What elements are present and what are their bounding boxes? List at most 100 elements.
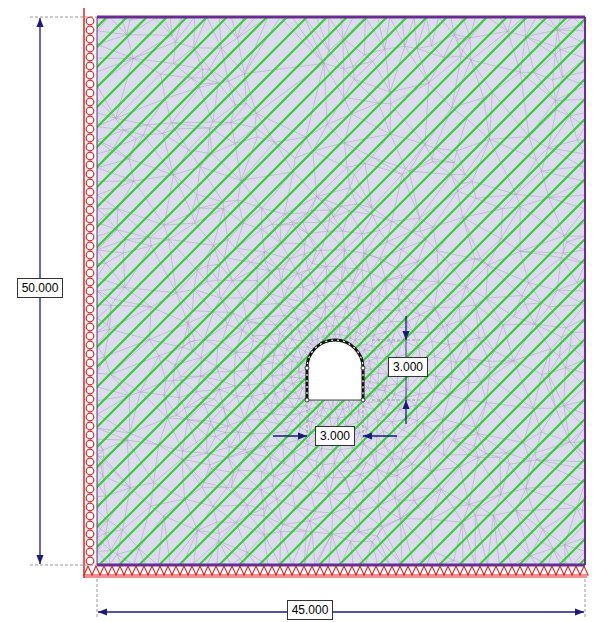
joint-line (354, 17, 585, 565)
pin-triangle (236, 566, 244, 575)
roller-circle (86, 512, 94, 520)
pin-triangle (372, 566, 380, 575)
joint-line (254, 17, 585, 565)
dimension-line (405, 400, 406, 424)
pin-triangle (380, 566, 388, 575)
roller-circle (86, 107, 94, 115)
joint-line (314, 17, 585, 565)
joint-line (274, 17, 585, 565)
roller-supports (86, 17, 94, 565)
pin-triangle (132, 566, 140, 575)
pin-triangle (124, 566, 132, 575)
roller-circle (86, 485, 94, 493)
roller-circle (86, 188, 94, 196)
pin-triangle (100, 566, 108, 575)
pin-triangle (188, 566, 196, 575)
joint-line (414, 17, 585, 565)
pin-triangle (84, 566, 92, 575)
pin-triangle (260, 566, 268, 575)
pin-triangle (572, 566, 580, 575)
roller-circle (86, 17, 94, 25)
pin-triangle (396, 566, 404, 575)
dimension-label: 45.000 (287, 600, 334, 620)
joint-line (394, 17, 585, 565)
roller-circle (86, 548, 94, 556)
roller-circle (86, 341, 94, 349)
pin-triangle (292, 566, 300, 575)
extension-line (30, 565, 97, 566)
dimension-label: 50.000 (17, 278, 64, 298)
roller-circle (86, 26, 94, 34)
roller-circle (86, 404, 94, 412)
roller-circle (86, 98, 94, 106)
roller-circle (86, 287, 94, 295)
roller-circle (86, 170, 94, 178)
pin-triangle (324, 566, 332, 575)
pin-triangle (196, 566, 204, 575)
roller-circle (86, 53, 94, 61)
pin-triangle (108, 566, 116, 575)
roller-circle (86, 35, 94, 43)
dimension-line (363, 435, 397, 436)
pin-triangle (220, 566, 228, 575)
roller-circle (86, 458, 94, 466)
top-boundary (97, 16, 585, 19)
pin-triangle (308, 566, 316, 575)
extension-line (372, 340, 420, 341)
joint-line (554, 17, 585, 565)
pin-triangle (556, 566, 564, 575)
roller-circle (86, 206, 94, 214)
roller-circle (86, 476, 94, 484)
roller-circle (86, 350, 94, 358)
pin-triangle (460, 566, 468, 575)
pin-triangle (548, 566, 556, 575)
roller-circle (86, 89, 94, 97)
pin-triangle (156, 566, 164, 575)
pin-triangle (444, 566, 452, 575)
pin-triangle (356, 566, 364, 575)
roller-circle (86, 332, 94, 340)
pin-triangle (316, 566, 324, 575)
ground-line (84, 576, 587, 577)
roller-circle (86, 494, 94, 502)
dimension-line (98, 611, 584, 612)
joint-line (97, 17, 512, 565)
pin-triangle (148, 566, 156, 575)
roller-circle (86, 260, 94, 268)
joint-line (194, 17, 585, 565)
roller-circle (86, 116, 94, 124)
tunnel-excavation (307, 340, 363, 400)
roller-circle (86, 125, 94, 133)
roller-circle (86, 152, 94, 160)
pin-triangle (268, 566, 276, 575)
pin-triangle (436, 566, 444, 575)
roller-circle (86, 539, 94, 547)
pin-triangle (92, 566, 100, 575)
roller-circle (86, 224, 94, 232)
bottom-boundary (97, 564, 585, 567)
roller-circle (86, 521, 94, 529)
pin-triangle (484, 566, 492, 575)
pin-triangle (516, 566, 524, 575)
pin-triangle (284, 566, 292, 575)
pin-triangle (492, 566, 500, 575)
joint-line (514, 17, 585, 565)
joint-line (174, 17, 585, 565)
joint-line (97, 17, 472, 565)
vertex-dot (361, 366, 365, 370)
vertex-dot (305, 366, 309, 370)
joint-line (454, 17, 585, 565)
roller-circle (86, 467, 94, 475)
roller-circle (86, 197, 94, 205)
roller-circle (86, 395, 94, 403)
joint-set (97, 17, 585, 565)
roller-circle (86, 368, 94, 376)
roller-circle (86, 422, 94, 430)
roller-circle (86, 161, 94, 169)
roller-circle (86, 305, 94, 313)
pin-triangle (340, 566, 348, 575)
pin-triangle (420, 566, 428, 575)
roller-circle (86, 233, 94, 241)
